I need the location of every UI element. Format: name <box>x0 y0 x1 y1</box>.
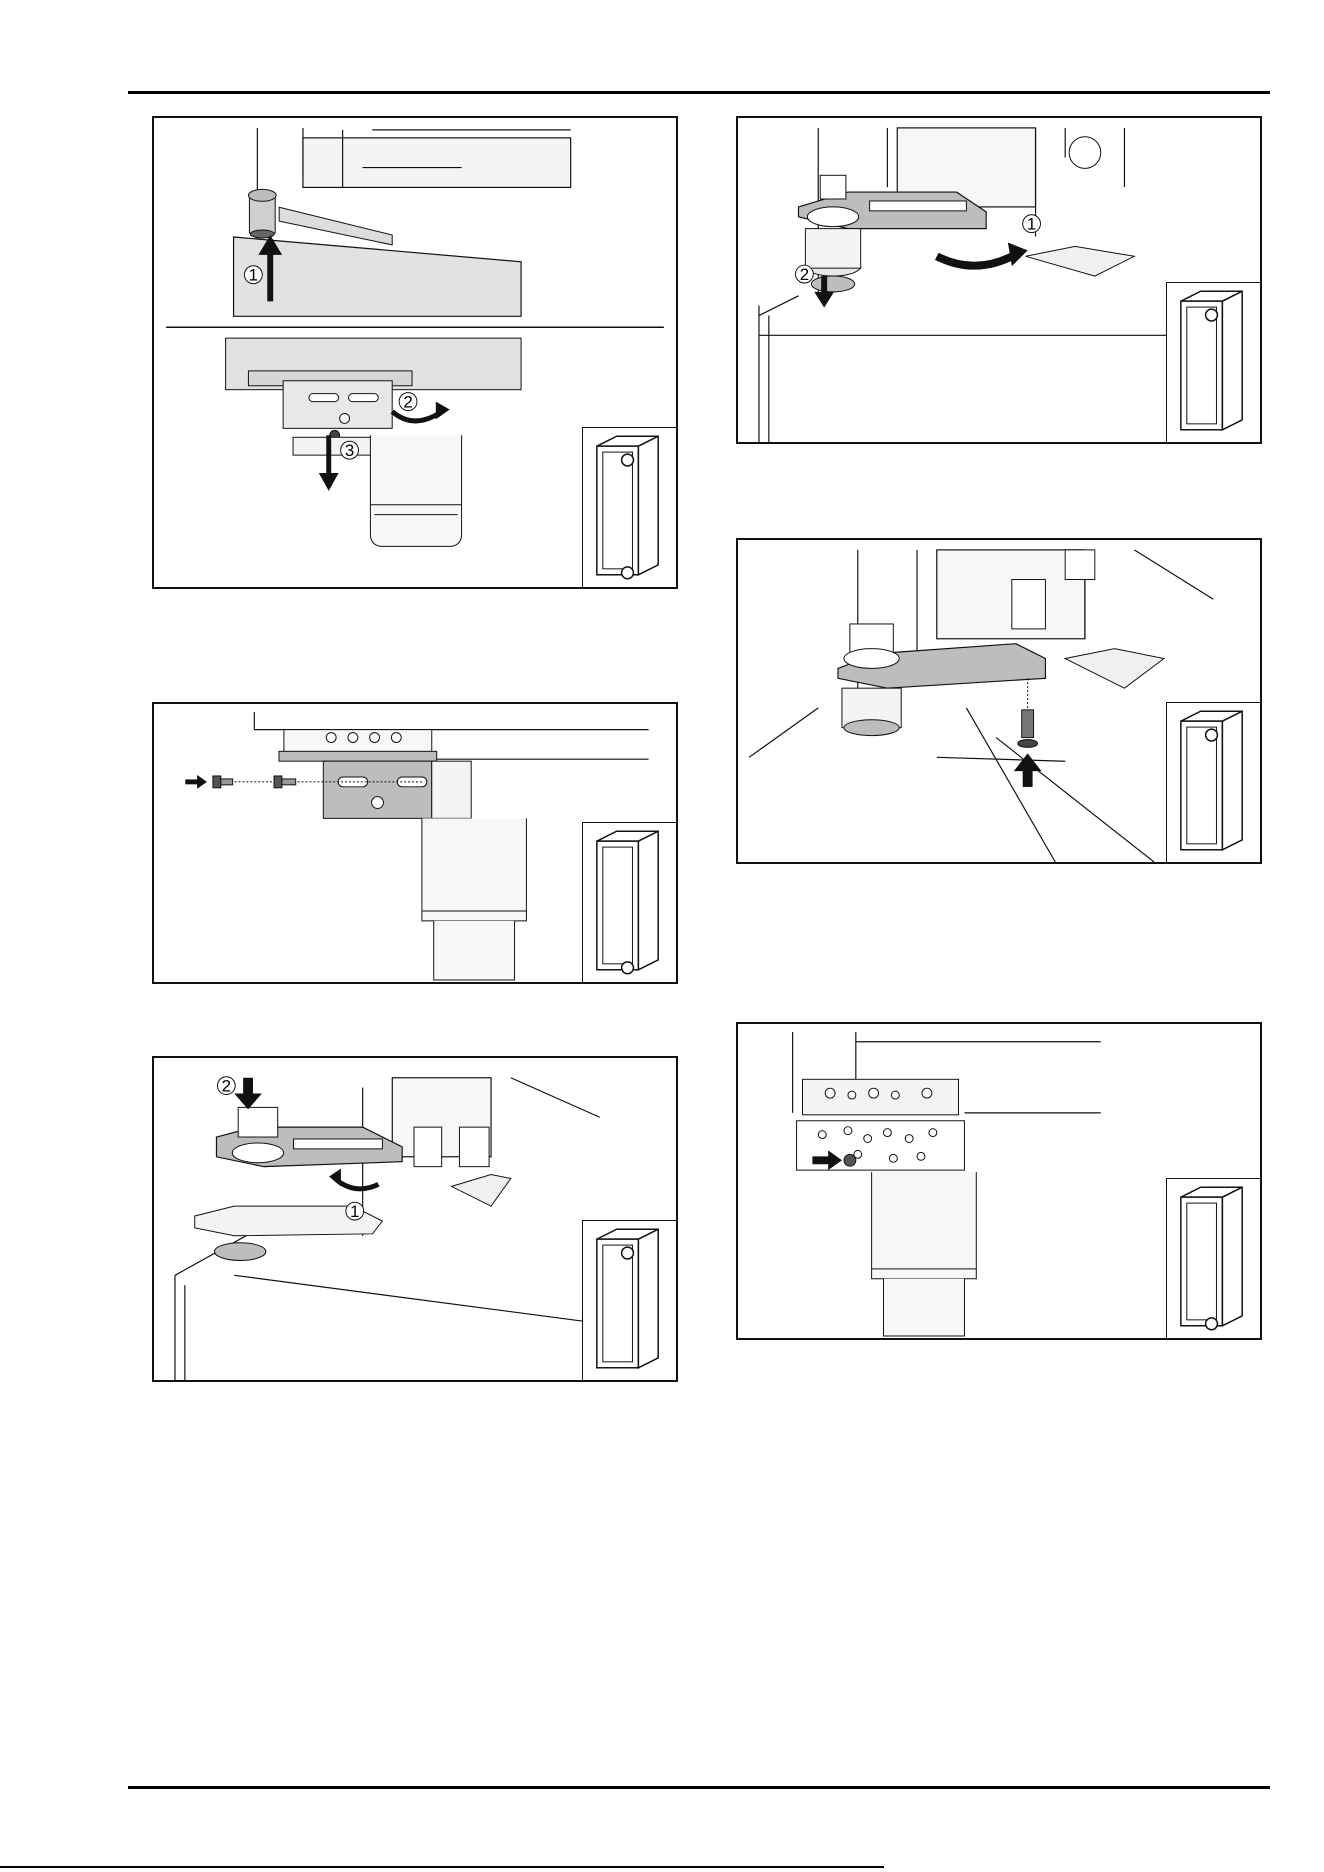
callout-1: 1 <box>1023 215 1041 234</box>
fridge-orientation-icon <box>1167 283 1260 442</box>
footer-rule <box>128 1786 1270 1789</box>
callout-2: 2 <box>217 1077 235 1096</box>
svg-text:1: 1 <box>1027 215 1036 234</box>
fridge-orientation-inset <box>1166 702 1260 862</box>
callout-2: 2 <box>399 393 417 412</box>
header-rule <box>128 91 1270 94</box>
fridge-orientation-icon <box>583 1221 676 1380</box>
fridge-orientation-icon <box>583 823 676 982</box>
svg-text:2: 2 <box>222 1077 231 1096</box>
figure-place-hinge-cover: 1 2 <box>152 1056 678 1382</box>
svg-text:1: 1 <box>350 1202 359 1221</box>
svg-text:2: 2 <box>800 265 809 284</box>
svg-text:2: 2 <box>403 393 412 412</box>
figure-hinge-screws <box>152 702 678 984</box>
fridge-orientation-inset <box>582 427 676 587</box>
fridge-orientation-inset <box>1166 1178 1260 1338</box>
fridge-orientation-icon <box>583 428 676 587</box>
figure-bottom-hinge <box>736 1022 1262 1340</box>
svg-text:1: 1 <box>249 266 258 285</box>
figure-hinge-removal: 1 2 3 <box>152 116 678 589</box>
footnote-rule <box>0 1866 884 1868</box>
fridge-orientation-inset <box>582 822 676 982</box>
fridge-orientation-icon <box>1167 703 1260 862</box>
callout-2: 2 <box>796 265 814 284</box>
fridge-orientation-icon <box>1167 1179 1260 1338</box>
svg-text:3: 3 <box>345 441 354 460</box>
figure-lift-hinge-cover: 1 2 <box>736 116 1262 444</box>
fridge-orientation-inset <box>1166 282 1260 442</box>
fridge-orientation-inset <box>582 1220 676 1380</box>
figure-fasten-screw <box>736 538 1262 864</box>
callout-3: 3 <box>341 441 359 460</box>
